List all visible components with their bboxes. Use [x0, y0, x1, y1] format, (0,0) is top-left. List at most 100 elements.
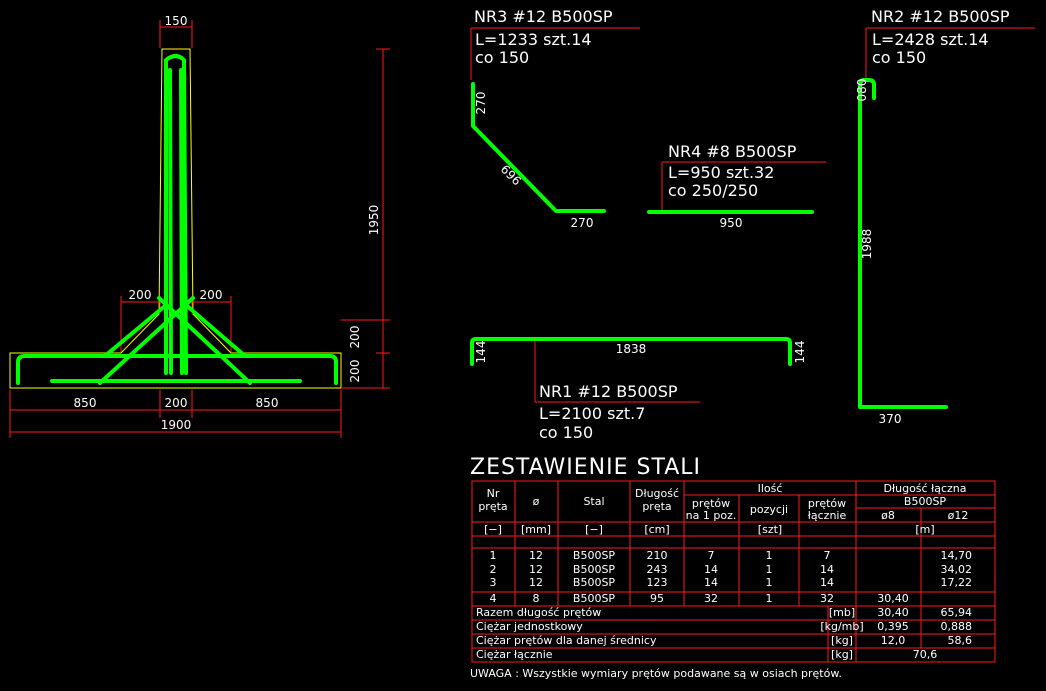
nr3-dim-horiz: 270: [571, 216, 594, 230]
nr3-spacing: co 150: [475, 48, 529, 67]
table-cell: 32: [820, 592, 834, 605]
table-cell: 123: [647, 576, 668, 589]
wall-section: 150 1950 200 200 200 200 850 200 850 190…: [9, 14, 390, 438]
nr2-dim-vert: 1988: [860, 229, 874, 260]
table-cell: 14: [820, 576, 834, 589]
table-cell: Razem długość prętów: [476, 606, 601, 619]
table-cell: [kg]: [831, 634, 853, 647]
dim-base-left: 850: [74, 396, 97, 410]
bar-nr1: 144 1838 144 NR1 #12 B500SP L=2100 szt.7…: [470, 337, 807, 442]
table-cell: 12,0: [881, 634, 906, 647]
table-cell: 65,94: [941, 606, 973, 619]
unit-szt: [szt]: [758, 523, 782, 536]
nr2-title: NR2 #12 B500SP: [871, 7, 1010, 26]
hdr-stal: Stal: [583, 495, 604, 508]
table-cell: 1: [766, 563, 773, 576]
nr3-length: L=1233 szt.14: [475, 30, 592, 49]
hdr-nr-1: Nr: [487, 487, 500, 500]
table-cell: B500SP: [573, 576, 616, 589]
dim-haunch-height: 200: [348, 326, 362, 349]
bar-nr2: NR2 #12 B500SP L=2428 szt.14 co 150 080 …: [855, 7, 1035, 426]
dim-base-height: 200: [348, 360, 362, 383]
nr1-title: NR1 #12 B500SP: [539, 382, 678, 401]
table-cell: [mb]: [829, 606, 855, 619]
table-cell: 3: [490, 576, 497, 589]
nr1-dim-mid: 1838: [616, 342, 647, 356]
table-cell: Ciężar jednostkowy: [476, 620, 583, 633]
nr2-dim-horiz: 370: [879, 412, 902, 426]
table-cell: 8: [533, 592, 540, 605]
table-cell: 1: [766, 549, 773, 562]
nr2-spacing: co 150: [872, 48, 926, 67]
dim-base-right: 850: [256, 396, 279, 410]
table-cell: B500SP: [573, 563, 616, 576]
table-cell: [kg/mb]: [820, 620, 863, 633]
table-cell: 34,02: [941, 563, 973, 576]
table-row: 1 12 B500SP 210 7 1 7 14,70: [490, 549, 973, 562]
bar-nr4: NR4 #8 B500SP L=950 szt.32 co 250/250 95…: [647, 142, 826, 230]
hdr-d8: ø8: [881, 509, 895, 522]
unit-dl: [cm]: [644, 523, 669, 536]
dim-haunch-left: 200: [129, 288, 152, 302]
dim-top-width: 150: [165, 14, 188, 28]
hdr-nr-2: pręta: [478, 500, 507, 513]
nr1-length: L=2100 szt.7: [539, 404, 645, 423]
summary-row: Ciężar łącznie [kg] 70,6: [476, 648, 937, 661]
table-rows: 1 12 B500SP 210 7 1 7 14,70 2 12 B500SP …: [490, 549, 973, 605]
unit-fi: [mm]: [521, 523, 551, 536]
nr1-dim-left: 144: [474, 341, 488, 364]
table-cell: B500SP: [573, 592, 616, 605]
unit-stal: [−]: [585, 523, 603, 536]
unit-m: [m]: [915, 523, 934, 536]
table-cell: 32: [704, 592, 718, 605]
table-cell: 12: [529, 549, 543, 562]
nr4-spacing: co 250/250: [668, 181, 758, 200]
unit-nr: [−]: [484, 523, 502, 536]
table-cell: 210: [647, 549, 668, 562]
table-cell: Ciężar prętów dla danej średnicy: [476, 634, 657, 647]
nr4-title: NR4 #8 B500SP: [668, 142, 797, 161]
table-cell: B500SP: [573, 549, 616, 562]
table-cell: 14: [704, 576, 718, 589]
hdr-dl-1: Długość: [635, 487, 679, 500]
table-cell: 2: [490, 563, 497, 576]
table-cell: 17,22: [941, 576, 973, 589]
table-row: 4 8 B500SP 95 32 1 32 30,40: [490, 592, 909, 605]
concrete-outline: [9, 48, 342, 389]
table-summary: Razem długość prętów [mb] 30,40 65,94 Ci…: [476, 606, 972, 661]
hdr-prl-1: prętów: [808, 497, 846, 510]
table-cell: 1: [766, 592, 773, 605]
table-cell: 58,6: [948, 634, 973, 647]
section-rebar: [16, 54, 338, 385]
table-row: 3 12 B500SP 123 14 1 14 17,22: [490, 576, 973, 589]
table-grid: [471, 480, 996, 663]
nr3-title: NR3 #12 B500SP: [474, 7, 613, 26]
table-cell: 4: [490, 592, 497, 605]
table-header: Nr pręta ø Stal Długość pręta Ilość pręt…: [478, 482, 968, 536]
hdr-dl-2: pręta: [642, 500, 671, 513]
table-row: 2 12 B500SP 243 14 1 14 34,02: [490, 563, 973, 576]
table-cell: 1: [490, 549, 497, 562]
hdr-pr1-2: na 1 poz.: [686, 509, 737, 522]
hdr-prl-2: łącznie: [808, 509, 847, 522]
nr3-dim-vert: 270: [474, 92, 488, 115]
hdr-fi: ø: [533, 495, 540, 508]
hdr-poz: pozycji: [750, 503, 788, 516]
table-cell: 14,70: [941, 549, 973, 562]
nr4-length: L=950 szt.32: [668, 163, 774, 182]
summary-row: Ciężar prętów dla danej średnicy [kg] 12…: [476, 634, 972, 647]
table-cell: Ciężar łącznie: [476, 648, 553, 661]
nr1-spacing: co 150: [539, 423, 593, 442]
dim-base-total: 1900: [161, 418, 192, 432]
table-cell: 14: [704, 563, 718, 576]
nr1-dim-right: 144: [793, 341, 807, 364]
nr4-dim-horiz: 950: [720, 216, 743, 230]
table-cell: 30,40: [877, 606, 909, 619]
table-cell: 12: [529, 576, 543, 589]
dim-haunch-right: 200: [200, 288, 223, 302]
table-cell: 1: [766, 576, 773, 589]
table-cell: 7: [824, 549, 831, 562]
hdr-dlugosc: Długość łączna: [884, 482, 967, 495]
summary-row: Ciężar jednostkowy [kg/mb] 0,395 0,888: [476, 620, 972, 633]
table-cell: 95: [650, 592, 664, 605]
